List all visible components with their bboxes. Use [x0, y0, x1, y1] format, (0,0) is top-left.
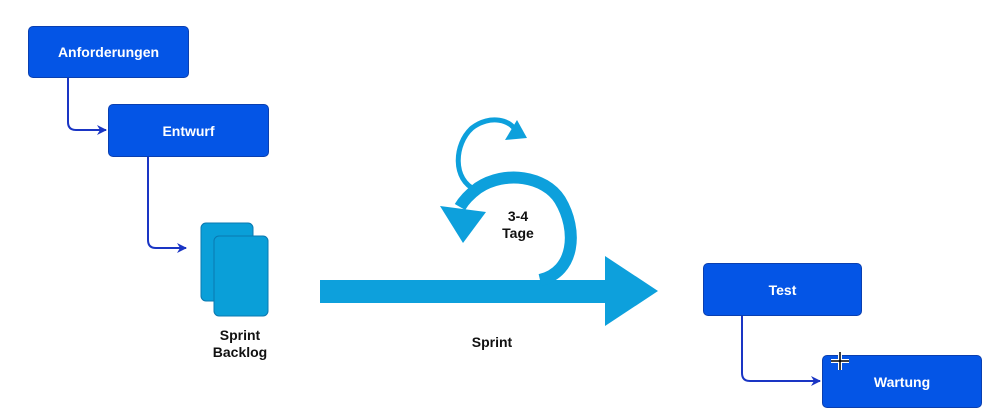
connector-test-wartung — [741, 316, 821, 386]
node-entwurf[interactable]: Entwurf — [108, 104, 269, 157]
cycle-duration-line2: Tage — [502, 225, 534, 241]
sprint-backlog-line1: Sprint — [219, 327, 261, 343]
node-anforderungen[interactable]: Anforderungen — [28, 26, 189, 78]
sprint-backlog-label: Sprint Backlog — [200, 327, 280, 361]
crosshair-cursor-icon — [831, 352, 849, 370]
sprint-arrow — [320, 171, 658, 326]
connector-anforderungen-entwurf — [67, 78, 107, 135]
cycle-duration-line1: 3-4 — [507, 208, 529, 224]
backlog-cards-icon — [200, 222, 269, 317]
cycle-duration-label: 3-4 Tage — [488, 208, 548, 242]
sprint-label: Sprint — [471, 334, 513, 350]
cycle-arrow-icon — [455, 117, 527, 193]
connector-entwurf-backlog — [147, 157, 187, 253]
sprint-backlog-line2: Backlog — [212, 344, 268, 360]
node-test[interactable]: Test — [703, 263, 862, 316]
node-wartung[interactable]: Wartung — [822, 355, 982, 408]
